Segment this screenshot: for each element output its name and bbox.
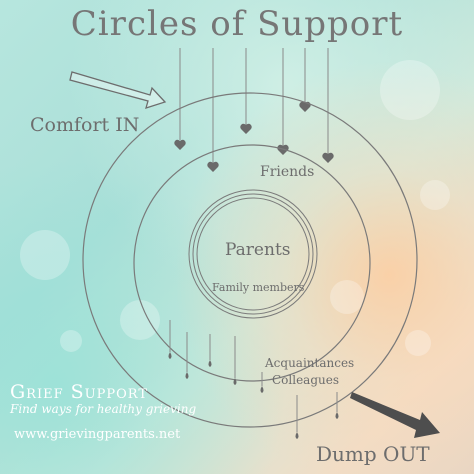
friends-label: Friends	[260, 164, 315, 180]
outline-arrow-icon	[69, 71, 167, 109]
droplet-icon	[185, 372, 189, 379]
droplet-icon	[208, 360, 212, 367]
inner-circle	[188, 189, 318, 319]
brand-name: Grief Support	[10, 381, 149, 403]
inner-circle	[196, 197, 310, 311]
bokeh-light	[405, 330, 431, 356]
acquaintances-label: Acquaintances	[265, 356, 355, 370]
heart-icon	[240, 123, 252, 134]
heart-icon	[174, 139, 186, 150]
brand-url[interactable]: www.grievingparents.net	[14, 427, 181, 442]
dump-out-label: Dump OUT	[316, 442, 430, 466]
heart-icon	[207, 161, 219, 172]
inner-circle	[192, 193, 314, 315]
bokeh-light	[120, 300, 160, 340]
parents-label: Parents	[225, 240, 291, 260]
droplet-icon	[260, 386, 264, 393]
droplet-icon	[168, 352, 172, 359]
colleagues-label: Colleagues	[272, 373, 340, 387]
bokeh-light	[20, 230, 70, 280]
droplet-icon	[233, 378, 237, 385]
family-members-label: Family members	[212, 281, 305, 294]
middle-circle	[133, 144, 371, 382]
heart-icon	[322, 152, 334, 163]
heart-icon	[277, 144, 289, 155]
bokeh-light	[330, 280, 364, 314]
bokeh-light	[380, 60, 440, 120]
droplet-icon	[295, 432, 299, 439]
comfort-in-label: Comfort IN	[30, 114, 140, 136]
diagram-title: Circles of Support	[70, 4, 404, 44]
droplet-icon	[335, 412, 339, 419]
outer-circle	[82, 92, 418, 428]
brand-tagline: Find ways for healthy grieving	[10, 402, 197, 416]
bokeh-light	[420, 180, 450, 210]
heart-icon	[299, 101, 311, 112]
solid-arrow-icon	[350, 392, 440, 438]
bokeh-light	[60, 330, 82, 352]
